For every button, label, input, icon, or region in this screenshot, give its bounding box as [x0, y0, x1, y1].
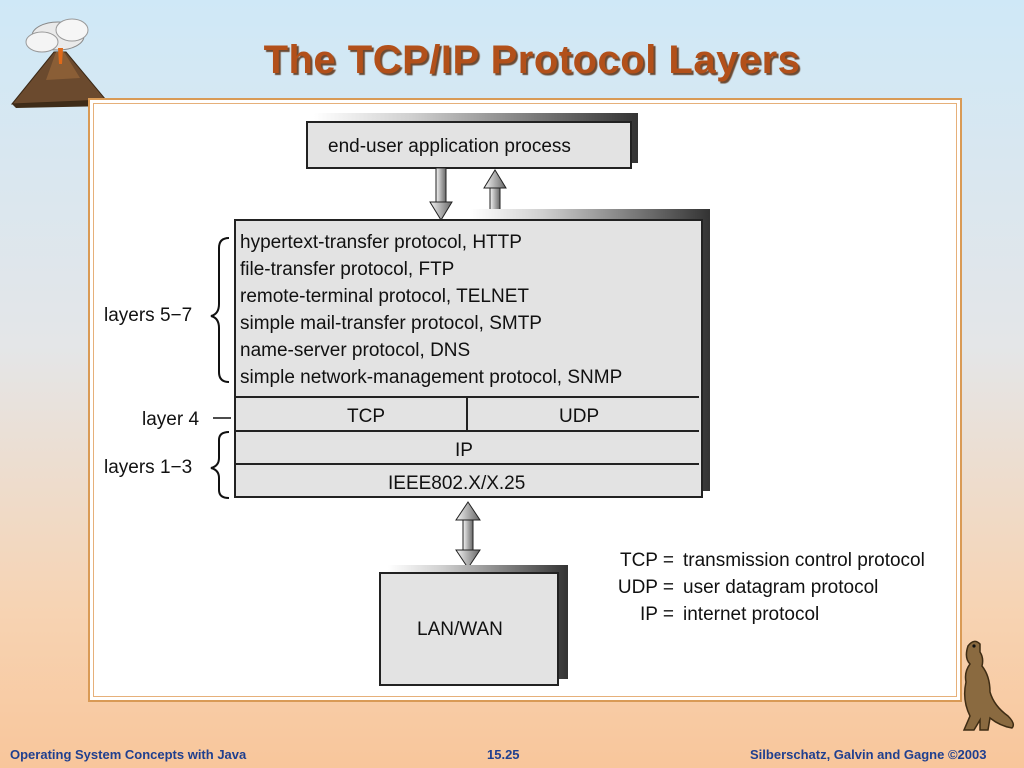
legend-value-udp: user datagram protocol [683, 577, 879, 598]
slide-title: The TCP/IP Protocol Layers [263, 38, 801, 82]
layer-label-middle: layer 4 [142, 409, 200, 430]
legend-value-ip: internet protocol [683, 604, 820, 625]
layer-label-upper: layers 5−7 [104, 305, 193, 326]
legend-key-udp: UDP = [617, 577, 674, 598]
divider-link [236, 463, 699, 465]
footer-authors: Silberschatz, Galvin and Gagne ©2003 [750, 747, 987, 762]
legend-value-tcp: transmission control protocol [683, 550, 925, 571]
arrows-top [429, 168, 507, 224]
protocol-dns: name-server protocol, DNS [240, 340, 471, 361]
protocol-http: hypertext-transfer protocol, HTTP [240, 232, 522, 253]
tcp-cell: TCP [347, 406, 385, 427]
volcano-icon [10, 18, 110, 108]
divider-transport-bottom [236, 430, 699, 432]
protocol-telnet: remote-terminal protocol, TELNET [240, 286, 529, 307]
layer-braces [210, 237, 231, 499]
legend-key-tcp: TCP = [619, 550, 674, 571]
application-label: end-user application process [328, 136, 571, 157]
lan-wan-box: LAN/WAN [379, 572, 559, 686]
protocol-ftp: file-transfer protocol, FTP [240, 259, 455, 280]
arrow-bidirectional [455, 501, 481, 569]
ip-cell: IP [455, 440, 473, 461]
application-box: end-user application process [306, 121, 632, 169]
protocol-stack [234, 219, 703, 498]
dinosaur-icon [962, 640, 1015, 731]
layer-label-lower: layers 1−3 [104, 457, 193, 478]
divider-tcp-udp [466, 397, 468, 431]
lan-wan-label: LAN/WAN [417, 619, 503, 640]
footer-book-title: Operating System Concepts with Java [10, 747, 247, 762]
udp-cell: UDP [559, 406, 600, 427]
footer-page-number: 15.25 [487, 747, 520, 762]
protocol-smtp: simple mail-transfer protocol, SMTP [240, 313, 542, 334]
link-cell: IEEE802.X/X.25 [388, 473, 526, 494]
protocol-snmp: simple network-management protocol, SNMP [240, 367, 623, 388]
legend-key-ip: IP = [640, 604, 674, 625]
